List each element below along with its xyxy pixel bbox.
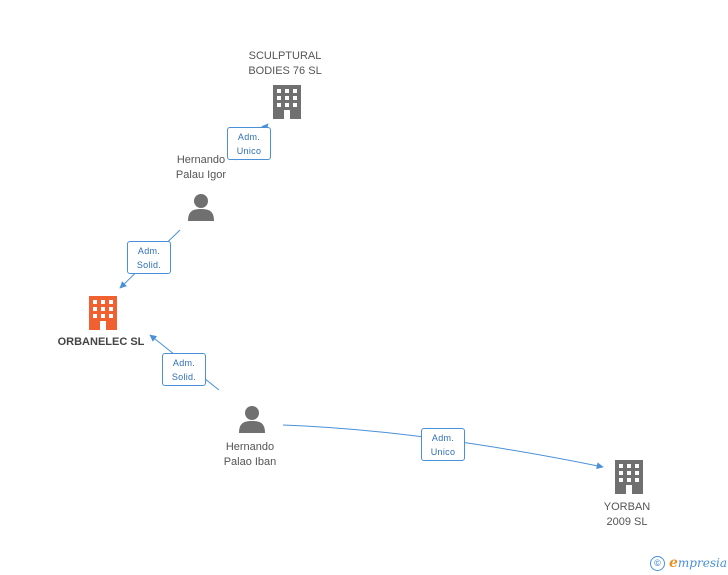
person-icon[interactable]: [187, 193, 215, 221]
company-name-line: 2009 SL: [606, 516, 648, 528]
logo-letter: e: [669, 555, 678, 571]
person-name-line: Hernando: [225, 441, 275, 453]
role-badge-line: Solid.: [136, 260, 162, 270]
company-name-line: ORBANELEC SL: [57, 336, 145, 348]
building-icon[interactable]: [272, 85, 302, 119]
role-badge-line: Solid.: [171, 372, 197, 382]
person-name-line: Hernando: [176, 154, 226, 166]
role-badge-line: Adm.: [137, 246, 161, 256]
role-badge-line: Adm.: [172, 358, 196, 368]
role-badge-line: Unico: [430, 447, 456, 457]
person-name-line: Palau Igor: [175, 169, 227, 181]
logo-text: mpresia: [677, 556, 727, 570]
company-name-line: BODIES 76 SL: [248, 65, 322, 77]
company-name-line: YORBAN: [603, 501, 651, 513]
copyright-icon: ©: [650, 555, 665, 571]
building-icon[interactable]: [88, 296, 118, 330]
company-label-yorban[interactable]: YORBAN 2009 SL: [557, 500, 697, 530]
role-badge-line: Unico: [236, 146, 262, 156]
person-name-line: Palao Iban: [223, 456, 277, 468]
role-badge-adm-solid: Adm. Solid.: [127, 241, 171, 274]
role-badge-adm-unico: Adm. Unico: [227, 127, 271, 160]
person-label-igor[interactable]: Hernando Palau Igor: [131, 153, 271, 183]
person-icon[interactable]: [238, 405, 266, 433]
person-label-iban[interactable]: Hernando Palao Iban: [180, 440, 320, 470]
empresia-logo: empresia: [669, 555, 727, 571]
company-name-line: SCULPTURAL: [248, 50, 322, 62]
company-label-orbanelec[interactable]: ORBANELEC SL: [31, 335, 171, 350]
company-label-sculptural[interactable]: SCULPTURAL BODIES 76 SL: [215, 49, 355, 79]
role-badge-line: Adm.: [431, 433, 455, 443]
role-badge-adm-unico: Adm. Unico: [421, 428, 465, 461]
role-badge-adm-solid: Adm. Solid.: [162, 353, 206, 386]
building-icon[interactable]: [614, 460, 644, 494]
role-badge-line: Adm.: [237, 132, 261, 142]
empresia-watermark: © empresia: [650, 554, 727, 572]
